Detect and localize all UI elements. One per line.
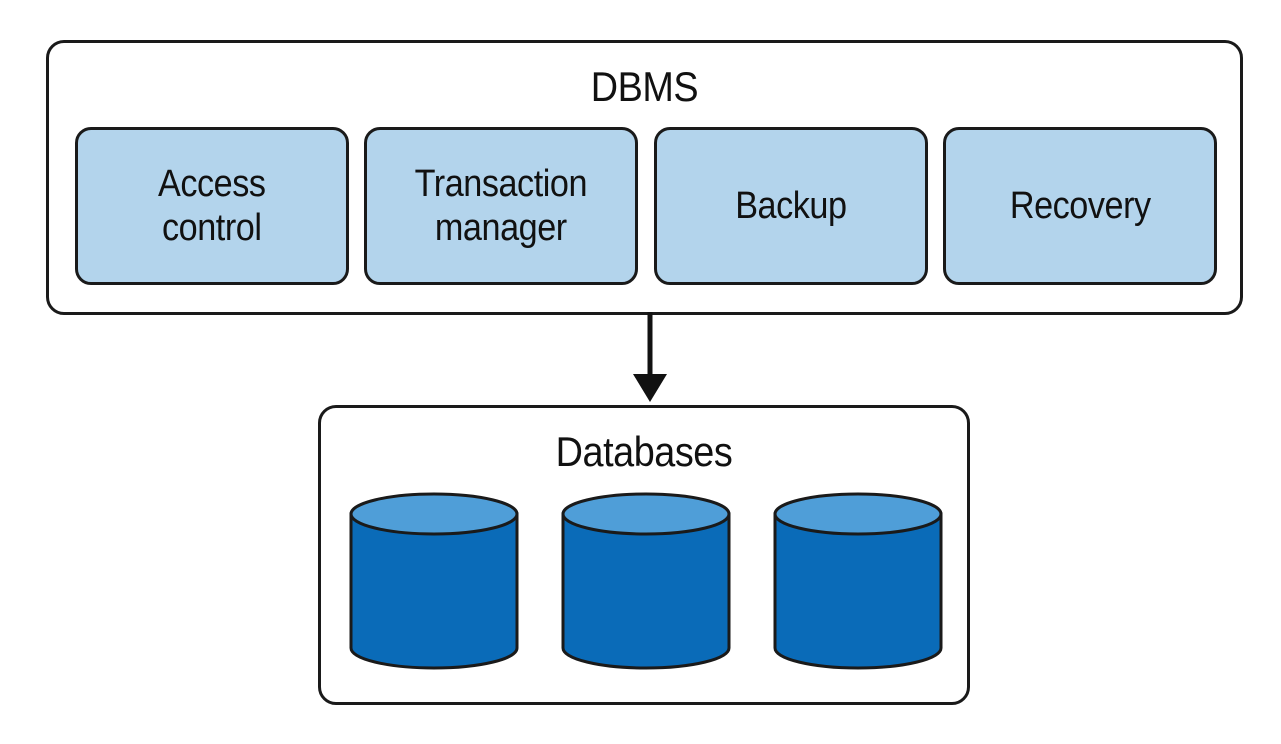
- database-cylinder-icon: [773, 492, 943, 670]
- database-cylinder-icon: [349, 492, 519, 670]
- component-recovery: Recovery: [943, 127, 1217, 285]
- component-label: Recovery: [1009, 185, 1151, 227]
- database-cylinder-icon: [561, 492, 731, 670]
- component-access-control: Access control: [75, 127, 349, 285]
- component-label: Backup: [735, 185, 847, 227]
- arrow-head: [633, 374, 667, 402]
- component-backup: Backup: [654, 127, 928, 285]
- dbms-title: DBMS: [590, 63, 699, 110]
- dbms-container: DBMS Access control Transaction manager …: [46, 40, 1243, 315]
- component-label: Access control: [158, 163, 266, 249]
- dbms-to-databases-arrow: [633, 312, 667, 402]
- databases-title: Databases: [555, 428, 733, 475]
- component-transaction-manager: Transaction manager: [364, 127, 638, 285]
- component-label: Transaction manager: [414, 163, 588, 249]
